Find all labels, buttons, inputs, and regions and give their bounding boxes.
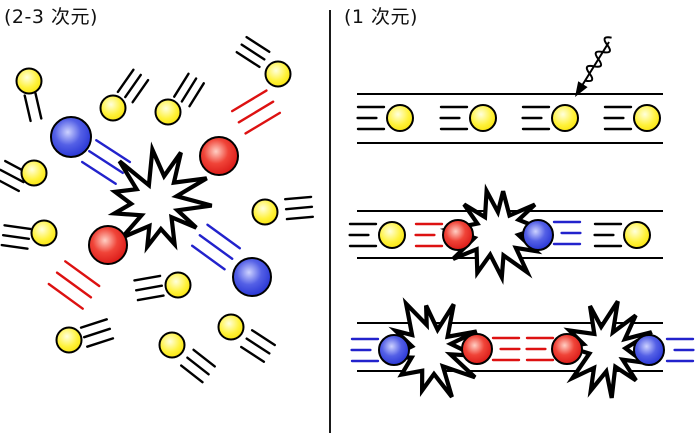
red-particle bbox=[88, 225, 128, 265]
collision-starburst bbox=[563, 300, 653, 399]
speed-lines bbox=[235, 35, 271, 69]
speed-lines bbox=[23, 91, 43, 123]
speed-lines bbox=[180, 348, 216, 384]
yellow-particle bbox=[99, 94, 127, 122]
yellow-particle bbox=[251, 198, 279, 226]
photon-arrow bbox=[575, 36, 612, 97]
blue-particle bbox=[633, 334, 665, 366]
speed-lines bbox=[593, 222, 623, 248]
speed-lines bbox=[350, 337, 380, 363]
red-particle bbox=[461, 333, 493, 365]
speed-lines bbox=[190, 223, 242, 271]
yellow-particle bbox=[20, 159, 48, 187]
speed-lines bbox=[0, 224, 32, 250]
collision-starburst bbox=[439, 183, 546, 285]
blue-particle bbox=[50, 116, 92, 158]
yellow-particle bbox=[217, 313, 245, 341]
yellow-particle bbox=[154, 98, 182, 126]
blue-particle bbox=[232, 257, 272, 297]
speed-lines bbox=[47, 260, 101, 310]
speed-lines bbox=[665, 337, 695, 363]
red-particle bbox=[551, 333, 583, 365]
yellow-particle bbox=[55, 326, 83, 354]
speed-lines bbox=[133, 274, 165, 302]
yellow-particle bbox=[30, 219, 58, 247]
yellow-particle bbox=[633, 104, 661, 132]
speed-lines bbox=[521, 105, 551, 131]
speed-lines bbox=[356, 105, 386, 131]
blue-particle bbox=[522, 219, 554, 251]
collision-starburst bbox=[388, 297, 478, 399]
yellow-particle bbox=[386, 104, 414, 132]
right-panel-title: (1 次元) bbox=[344, 6, 418, 28]
yellow-particle bbox=[623, 221, 651, 249]
yellow-particle bbox=[158, 331, 186, 359]
speed-lines bbox=[116, 68, 150, 104]
speed-lines bbox=[414, 222, 444, 248]
speed-lines bbox=[348, 222, 378, 248]
yellow-particle bbox=[264, 60, 292, 88]
red-particle bbox=[442, 219, 474, 251]
speed-lines bbox=[283, 195, 315, 221]
speed-lines bbox=[230, 89, 282, 135]
speed-lines bbox=[439, 105, 469, 131]
yellow-particle bbox=[551, 104, 579, 132]
speed-lines bbox=[173, 72, 205, 108]
yellow-particle bbox=[15, 67, 43, 95]
yellow-particle bbox=[164, 271, 192, 299]
speed-lines bbox=[491, 336, 521, 362]
speed-lines bbox=[525, 336, 555, 362]
collision-starburst bbox=[107, 141, 213, 254]
yellow-particle bbox=[469, 104, 497, 132]
speed-lines bbox=[552, 220, 582, 246]
speed-lines bbox=[603, 105, 633, 131]
yellow-particle bbox=[378, 221, 406, 249]
speed-lines bbox=[79, 318, 115, 348]
speed-lines bbox=[80, 139, 132, 185]
left-panel-title: (2-3 次元) bbox=[4, 6, 98, 28]
blue-particle bbox=[378, 334, 410, 366]
red-particle bbox=[199, 136, 239, 176]
speed-lines bbox=[240, 329, 276, 363]
